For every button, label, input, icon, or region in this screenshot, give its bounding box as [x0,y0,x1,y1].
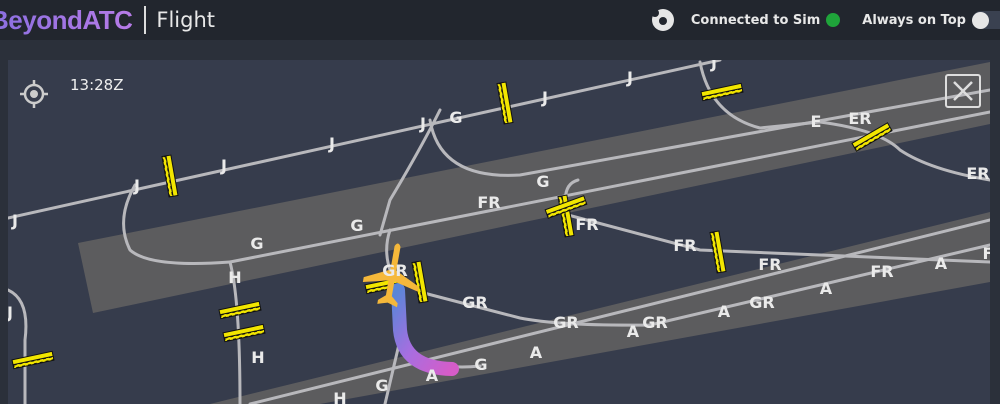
taxiway-label: GR [382,261,407,280]
taxiway-label: A [426,366,439,385]
taxiway-label: A [820,279,833,298]
runway-upper [78,62,990,313]
taxiway-label: A [718,302,731,321]
app-logo: BeyondATC [0,5,133,36]
taxiway-label: J [133,176,140,195]
taxiway-label: A [627,322,640,341]
taxiway-label: J [626,68,633,87]
taxiway-label: H [333,389,346,404]
hold-short-bar [218,300,262,320]
taxiway-label: J [710,60,717,72]
taxiway-label: ER [848,109,871,128]
taxiway-label: J [541,88,548,107]
hold-short-bar [11,350,55,370]
hold-short-bar [161,154,179,198]
taxiway-line [383,338,402,404]
taxiway-line [8,288,28,404]
app-header: BeyondATC Flight Connected to Sim Always… [0,0,1000,40]
aircraft-icon[interactable] [360,239,426,311]
hold-short-bar [411,260,429,304]
taxiway-line [698,60,990,182]
taxiway-line [248,218,990,404]
close-map-button[interactable] [945,74,981,108]
taxiway-label: A [935,254,948,273]
taxiway-label: FR [477,193,500,212]
taxiway-label: FR [673,236,696,255]
taxiway-label: H [251,348,264,367]
taxiway-label: F [983,244,990,263]
taxiway-label: FR [758,255,781,274]
taxiway-label: H [228,268,241,287]
always-on-top-toggle[interactable] [972,11,1000,29]
hold-short-bar [709,230,727,274]
taxiway-label: GR [553,313,578,332]
taxiway-label: J [11,211,18,230]
taxiway-label: GR [749,293,774,312]
taxiway-label: J [220,156,227,175]
divider [144,6,147,34]
hold-short-bar [544,195,588,219]
taxiway-line [428,88,990,177]
connection-indicator [826,13,841,27]
hold-short-bar [851,122,893,152]
taxiway-label: G [250,234,263,253]
taxiway-line [122,183,242,404]
taxiway-label: FR [575,215,598,234]
taxiway-label: J [8,303,13,322]
taxiway-label: G [449,108,462,127]
taxiway-line [378,108,442,237]
page-title: Flight [156,8,215,32]
taxiway-label: J [328,134,335,153]
taxiway-label: G [474,355,487,374]
taxiway-label: GR [462,293,487,312]
hold-short-bars [11,81,893,370]
hold-short-bar [222,323,266,343]
taxi-route [391,283,459,376]
taxiway-label: J [419,114,426,133]
taxiway-label: E [811,112,822,131]
hold-short-bar [496,81,514,125]
taxiway-label: G [375,376,388,395]
recenter-icon[interactable] [18,78,50,110]
always-on-top-label: Always on Top [862,12,966,28]
connection-status: Connected to Sim [690,12,821,28]
theme-toggle-icon[interactable] [650,8,675,32]
taxiway-label: ER [966,164,989,183]
taxiway-label: G [350,216,363,235]
taxiway-label: FR [870,262,893,281]
hold-short-bar [700,82,744,102]
taxiway-line [8,60,722,220]
taxiway-label: A [530,343,543,362]
taxiway-label: GR [642,313,667,332]
close-icon [953,81,973,101]
zulu-time: 13:28Z [70,76,124,94]
taxiway-label: G [536,172,549,191]
